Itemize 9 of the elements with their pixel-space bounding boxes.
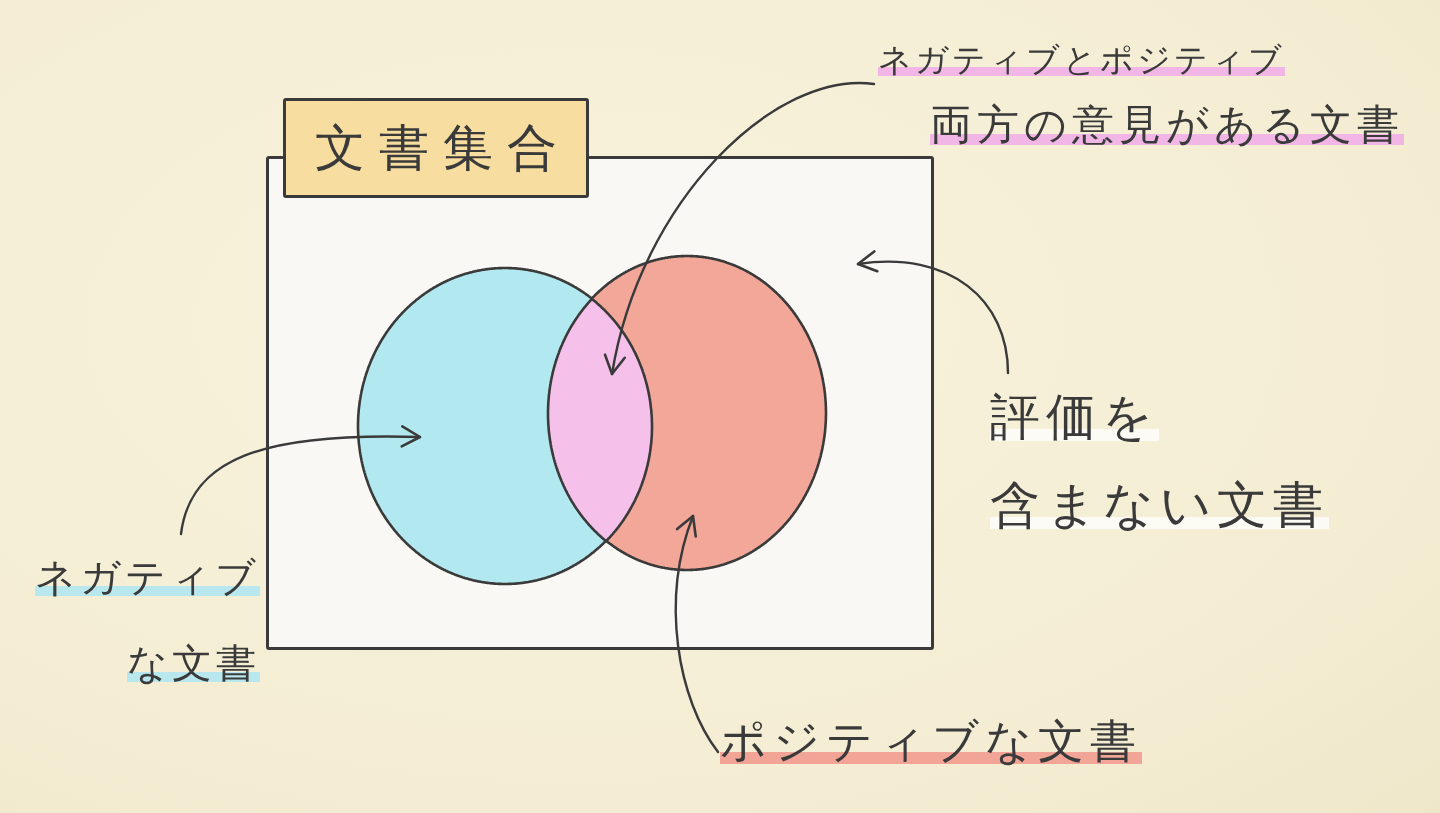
leader-arrow: [674, 514, 720, 754]
document-set-frame: [266, 98, 934, 650]
heading-label: 文書集合: [283, 98, 589, 198]
leader-arrow: [179, 425, 422, 536]
leader-arrow: [604, 82, 876, 376]
right-venn-circle: [590, 254, 828, 572]
leader-arrow: [856, 251, 1010, 375]
left-venn-circle: [356, 266, 608, 586]
overlap-region: [546, 296, 654, 543]
